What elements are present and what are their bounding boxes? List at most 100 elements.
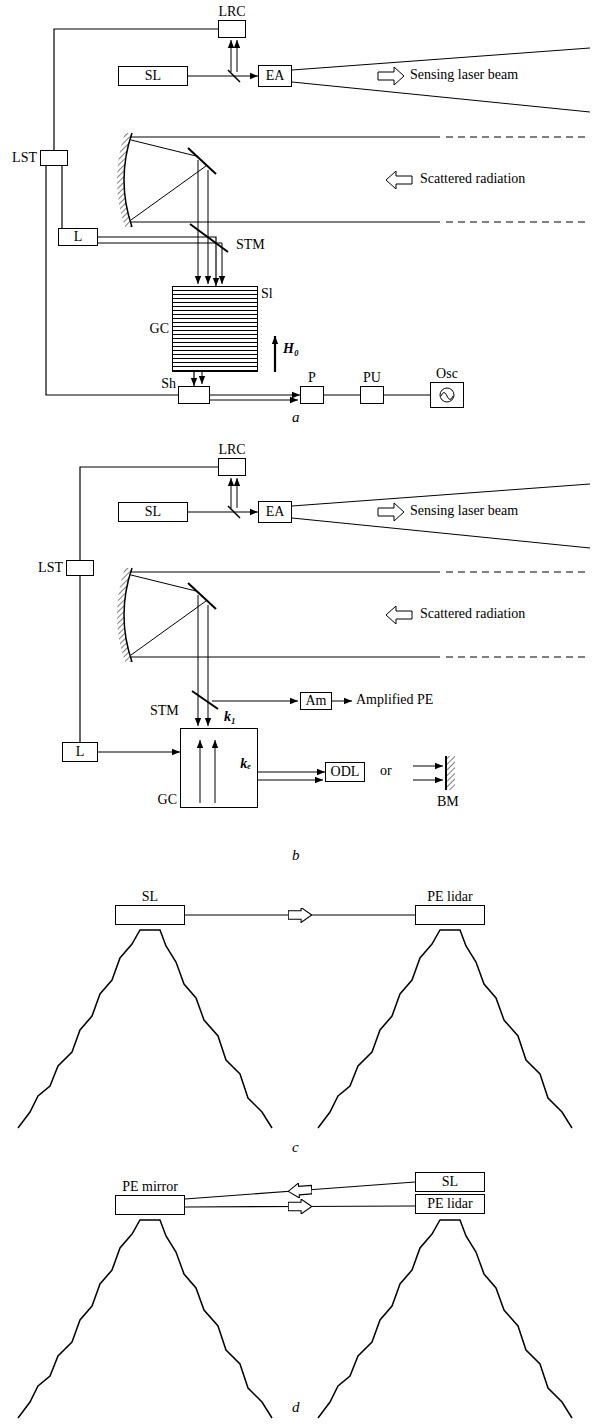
sensing-beam (378, 67, 404, 85)
box-label: Osc (436, 367, 458, 381)
device-box: Sh (178, 386, 210, 404)
box-label: L (74, 230, 83, 244)
part-label: Amplified PE (356, 693, 433, 707)
receiving-telescope (117, 568, 590, 662)
box-label: LRC (218, 5, 245, 19)
beam-splitter (237, 40, 238, 72)
box-label: LST (12, 151, 37, 165)
box-label: SL (442, 1175, 458, 1189)
device-box: SL (118, 66, 188, 86)
field-arrow (274, 336, 276, 372)
light-rays (98, 243, 222, 244)
device-box: Am (300, 692, 332, 710)
connector (79, 576, 80, 742)
back-mirror (445, 756, 447, 790)
device-box: GCkₑ (180, 728, 258, 808)
receiving-telescope (117, 133, 590, 227)
device-box: Osc (430, 382, 464, 408)
part-label: Scattered radiation (420, 607, 525, 621)
box-label: ODL (331, 765, 360, 779)
box-label: GC (158, 793, 177, 807)
part-label: Scattered radiation (420, 172, 525, 186)
light-rays (98, 160, 298, 400)
connector (384, 394, 430, 395)
light-rays (413, 780, 443, 781)
connector (324, 394, 360, 395)
device-box: ODL (325, 762, 365, 782)
light-rays (258, 780, 323, 781)
light-rays (198, 595, 443, 803)
light-rays (198, 160, 199, 284)
connector (61, 166, 62, 228)
connector (46, 166, 178, 395)
device-box: EA (258, 65, 292, 87)
light-rays (210, 400, 298, 401)
box-label: Am (306, 694, 327, 708)
mountain (18, 930, 272, 1128)
box-label: EA (266, 505, 285, 519)
box-label: PU (363, 371, 381, 385)
gas-cell: GCSl (172, 286, 258, 372)
light-rays (212, 701, 298, 702)
mountain (318, 930, 572, 1128)
panel-letter: c (292, 1140, 299, 1155)
part-label: STM (150, 704, 179, 718)
sensing-beam (292, 82, 590, 112)
box-label: EA (266, 69, 285, 83)
connector (185, 1182, 415, 1199)
beam-splitter (231, 40, 232, 72)
connector (98, 751, 180, 752)
connector (210, 394, 300, 395)
box-label: LRC (218, 443, 245, 457)
box-label: kₑ (240, 757, 251, 771)
box-label: PE lidar (427, 1197, 473, 1211)
device-box: LST (40, 150, 68, 166)
mountain (318, 1220, 572, 1418)
oscilloscope-symbol (440, 388, 454, 402)
device-box: LST (66, 560, 94, 576)
device-box: EA (258, 501, 292, 523)
part-label: STM (236, 238, 265, 252)
sensing-beam (292, 48, 590, 70)
connector (188, 511, 258, 512)
part-label: Sensing laser beam (410, 504, 518, 518)
part-label: Sensing laser beam (410, 68, 518, 82)
sensing-beam (292, 518, 590, 548)
device-box: P (300, 386, 324, 404)
connector (185, 914, 415, 915)
box-label: SL (145, 69, 161, 83)
device-box: LRC (218, 20, 246, 38)
device-box: LRC (218, 458, 246, 476)
connector (258, 771, 325, 772)
light-rays (208, 605, 209, 726)
box-label: P (308, 371, 316, 385)
box-label: PE mirror (122, 1180, 178, 1194)
connector (185, 1206, 415, 1207)
back-mirror (446, 756, 455, 790)
semi-transparent-mirror (192, 691, 218, 709)
device-box: L (58, 228, 98, 246)
device-box: SL (415, 1172, 485, 1192)
beam-splitter (231, 478, 232, 508)
light-rays (222, 243, 223, 284)
back-mirror (447, 756, 455, 790)
sensing-beam (378, 503, 404, 521)
connector (193, 372, 194, 386)
device-box: PU (360, 386, 384, 404)
oscilloscope-symbol (440, 388, 454, 402)
part-label: H₀ (283, 342, 299, 356)
box-label: L (76, 745, 85, 759)
mountain (18, 930, 572, 1418)
light-rays (202, 372, 203, 384)
connector (188, 75, 258, 76)
sensing-beam (292, 484, 590, 548)
panel-letter: b (292, 848, 300, 863)
device-box: PE mirror (115, 1195, 185, 1215)
light-rays (413, 766, 443, 767)
oscilloscope-symbol (441, 393, 453, 400)
panel-letter: a (292, 410, 300, 425)
device-box: PE lidar (415, 1194, 485, 1214)
device-box: SL (118, 502, 188, 522)
